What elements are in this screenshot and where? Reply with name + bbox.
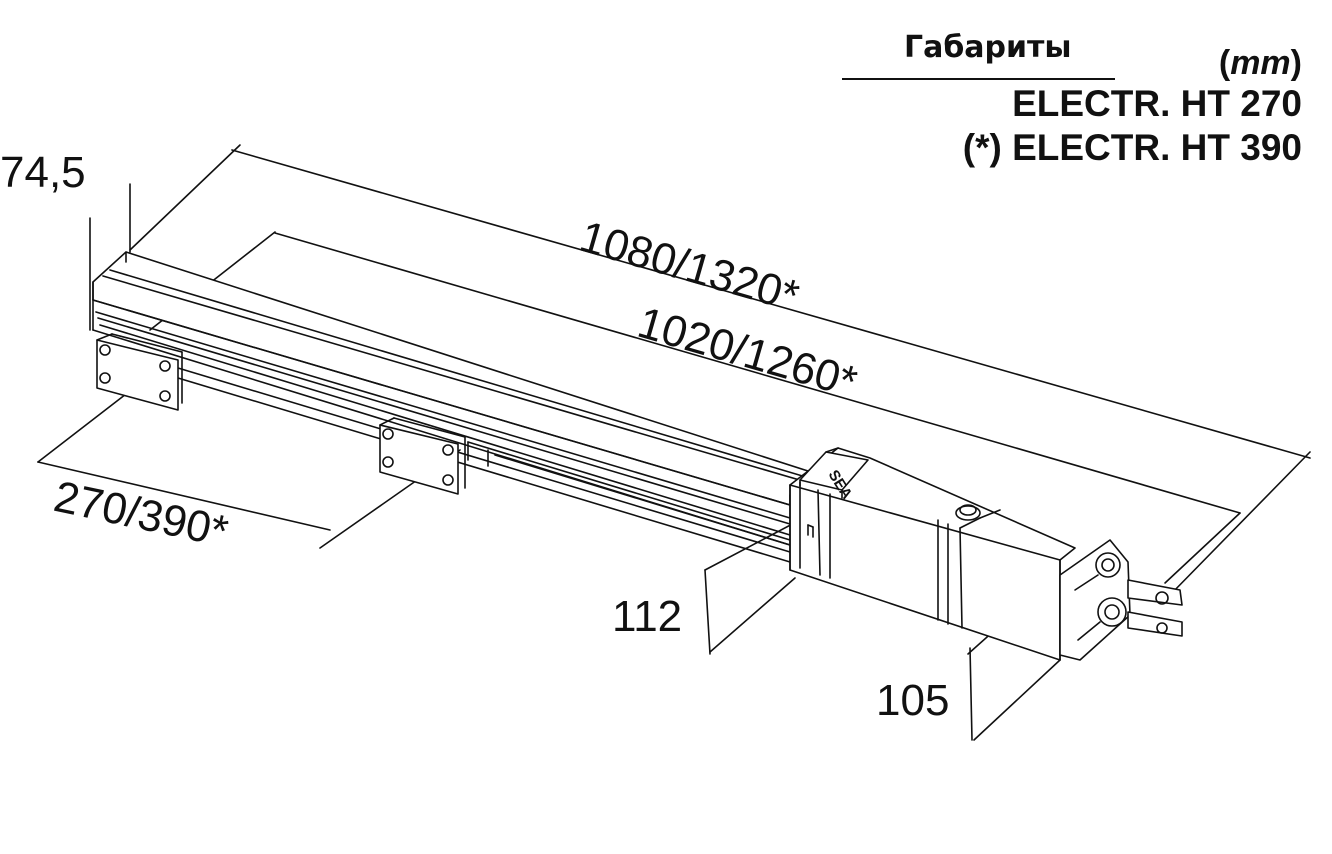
dimension-label-105: 105 [876, 676, 950, 725]
title-block: Габариты (mm) ELECTR. HT 270 (*) ELECTR.… [842, 22, 1302, 170]
rear-bracket [96, 333, 183, 411]
dimension-label-74-5: 74,5 [0, 148, 86, 197]
motor-housing [789, 447, 1076, 661]
dimension-112-lines [704, 519, 801, 655]
title-top: Габариты (mm) [842, 22, 1302, 82]
unit-label: (mm) [1219, 44, 1302, 83]
unit-value: mm [1230, 44, 1291, 82]
model-line-1: ELECTR. HT 270 [1012, 83, 1302, 124]
dimension-overall-length-lines [129, 144, 1311, 596]
front-bracket [379, 417, 466, 495]
heading-underline [842, 78, 1115, 80]
unit-close: ) [1290, 44, 1302, 82]
dimension-74-5-lines [89, 183, 131, 331]
end-cap-clevis [1059, 539, 1183, 661]
unit-open: ( [1218, 44, 1231, 82]
model-line-2: (*) ELECTR. HT 390 [962, 127, 1302, 168]
actuator-profile [92, 251, 837, 563]
drawing-heading: Габариты [904, 30, 1072, 65]
dimension-label-112: 112 [612, 592, 683, 641]
